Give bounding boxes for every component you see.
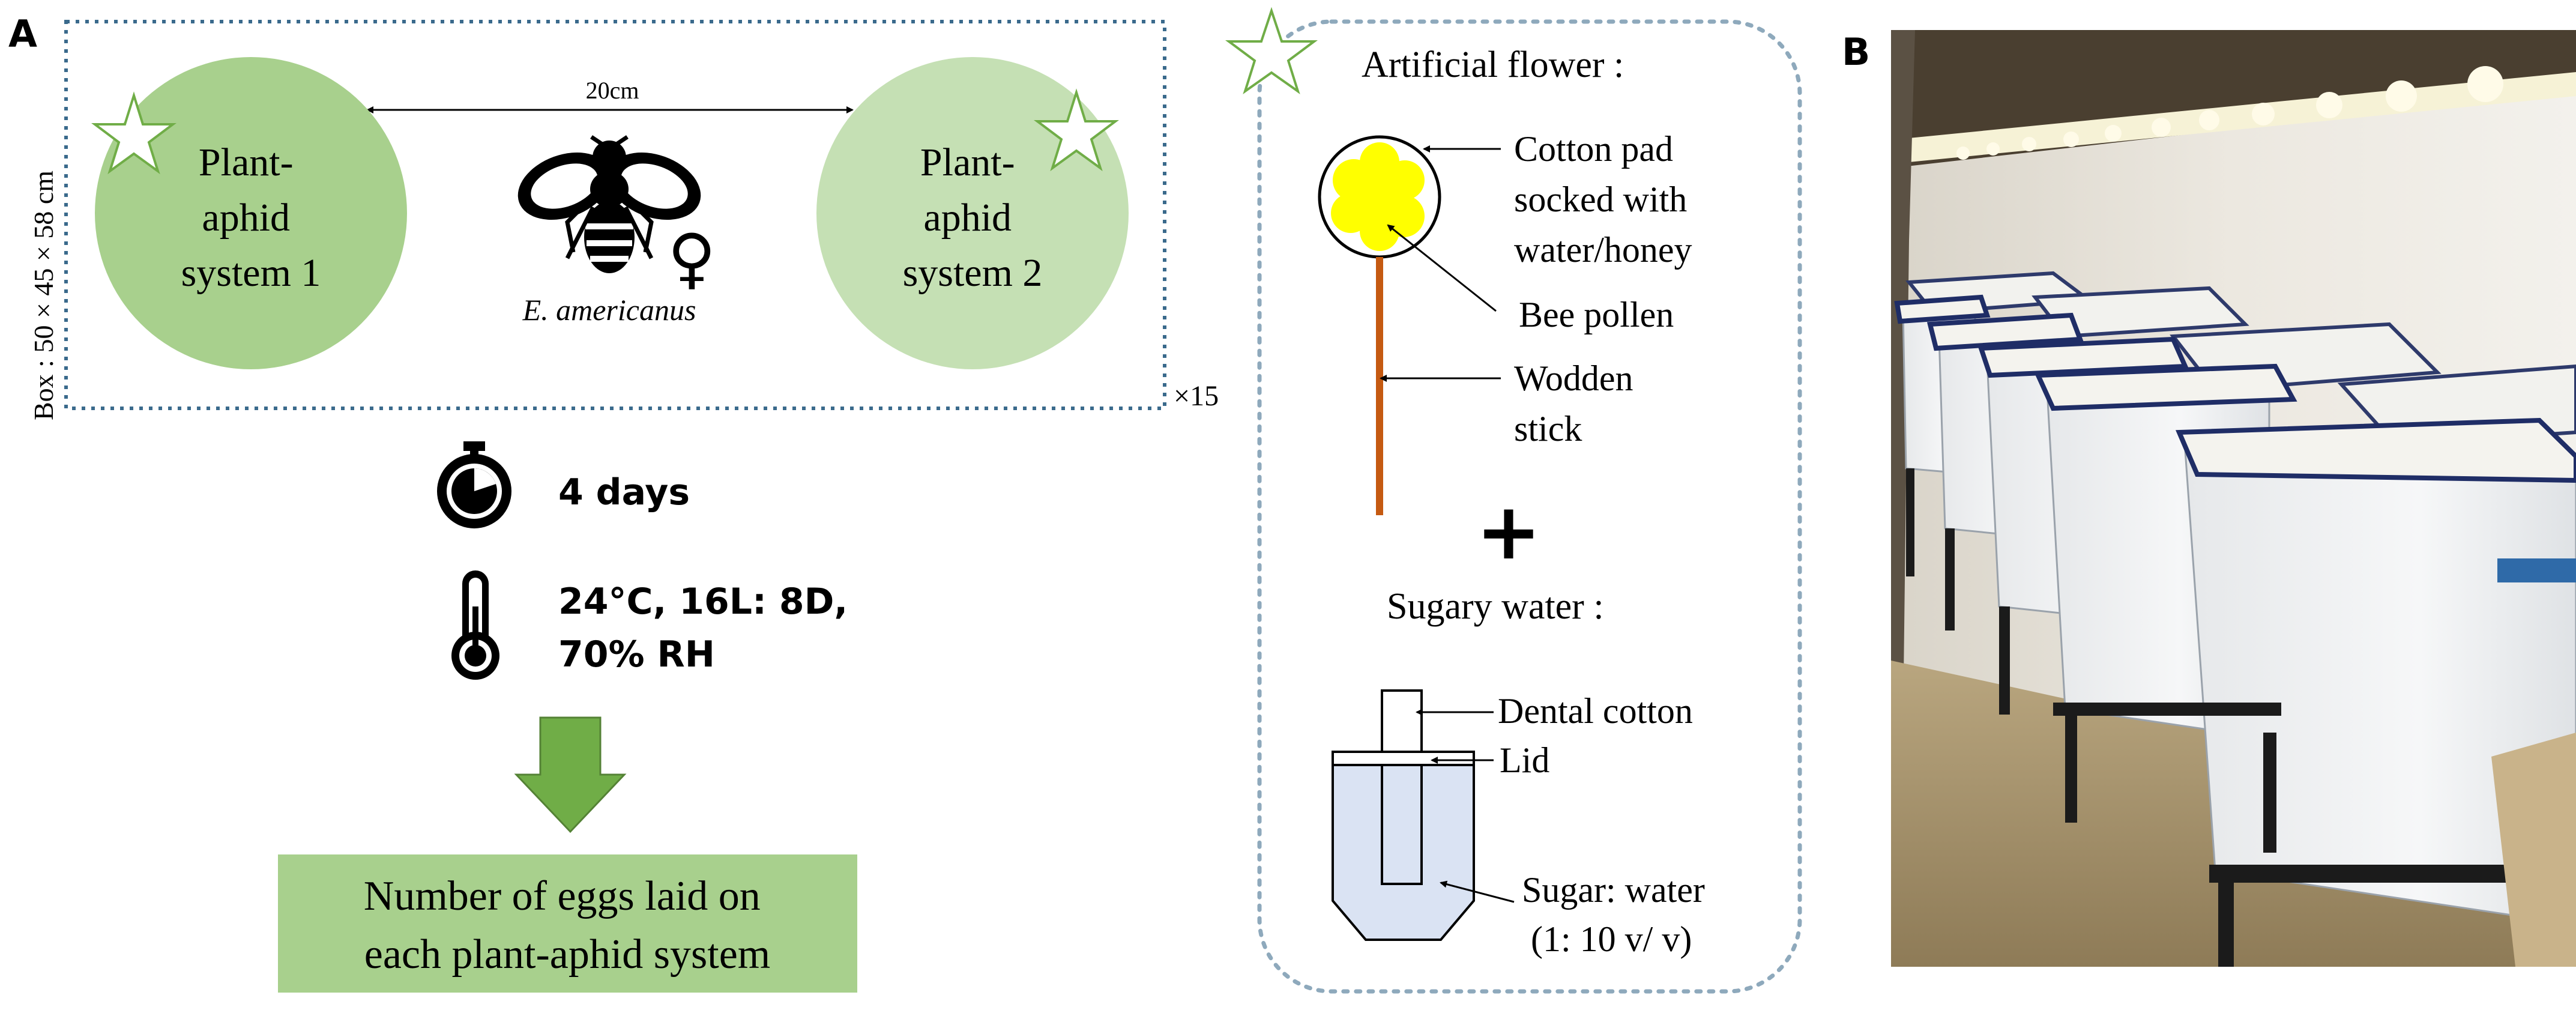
outcome-label: Number of eggs laid on each plant-aphid … [364, 873, 771, 978]
mixture-label: Sugar: water (1: 10 v/ v) [1522, 870, 1714, 959]
wooden-stick [1376, 257, 1383, 515]
dental-cotton-label: Dental cotton [1498, 691, 1693, 731]
plant-aphid-system-2 [816, 57, 1129, 369]
environment-label: 24°C, 16L: 8D, 70% RH [558, 581, 860, 676]
bee-pollen-pointer [1387, 224, 1497, 312]
down-arrow [514, 716, 627, 833]
panel-label-b: B [1842, 30, 1870, 74]
artificial-flower-title: Artificial flower : [1362, 44, 1624, 85]
stopwatch-icon [437, 441, 511, 528]
box-dimensions-label: Box : 50 × 45 × 58 cm [28, 171, 59, 420]
star-icon [1225, 7, 1318, 95]
plus-sign: + [1476, 486, 1542, 577]
cotton-pad [1331, 142, 1425, 251]
cotton-pad-label: Cotton pad socked with water/honey [1514, 129, 1696, 270]
experimental-box [64, 20, 1166, 410]
outcome-box [278, 854, 857, 993]
mixture-pointer [1440, 880, 1515, 903]
replicates-label: ×15 [1174, 380, 1219, 412]
photo-rearing-boxes [1891, 30, 2576, 967]
female-symbol: ♀ [668, 220, 716, 297]
star-icon [1034, 88, 1119, 172]
bee-icon [517, 135, 701, 273]
sugary-water-title: Sugary water : [1387, 586, 1604, 627]
system-1-label: Plant- aphid system 1 [181, 141, 321, 295]
plant-aphid-system-1 [95, 57, 407, 369]
system-2-label: Plant- aphid system 2 [903, 141, 1043, 295]
thermometer-icon [451, 570, 499, 680]
distance-label: 20cm [586, 77, 639, 104]
bee-pollen-label: Bee pollen [1519, 295, 1674, 334]
duration-label: 4 days [558, 471, 690, 513]
dental-cotton-submerged [1381, 764, 1423, 885]
star-icon [91, 91, 176, 175]
insect-name: E. americanus [522, 293, 696, 327]
panel-label-a: A [8, 12, 37, 56]
flask-lid [1332, 751, 1475, 766]
dental-cotton [1381, 689, 1423, 753]
stick-label: Wodden stick [1514, 358, 1642, 449]
lid-label: Lid [1500, 740, 1549, 780]
feeder-frame [1257, 19, 1802, 994]
